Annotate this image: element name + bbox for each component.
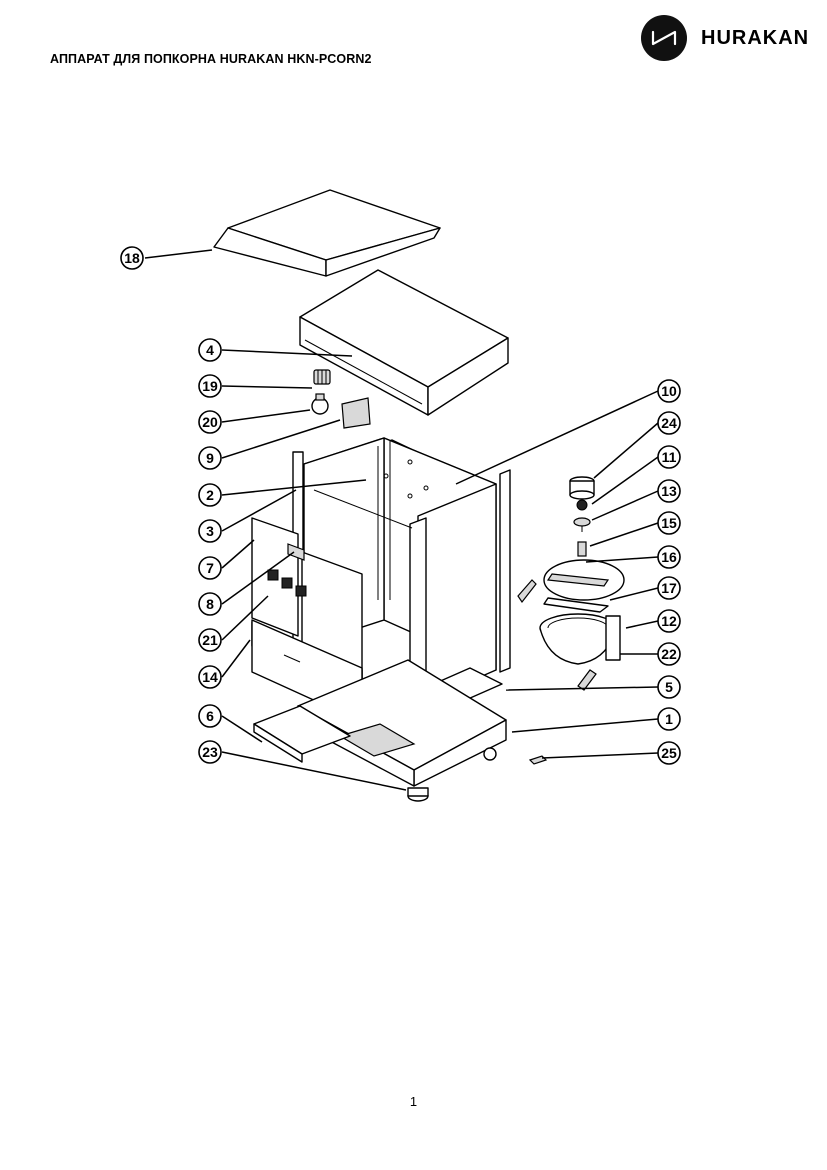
callout-19: 19 <box>198 374 222 398</box>
svg-text:13: 13 <box>661 483 677 499</box>
hurakan-logo-icon <box>641 15 687 61</box>
callout-20: 20 <box>198 410 222 434</box>
svg-text:22: 22 <box>661 646 677 662</box>
callout-4: 4 <box>198 338 222 362</box>
svg-text:3: 3 <box>206 523 214 539</box>
svg-text:5: 5 <box>665 679 673 695</box>
callout-7: 7 <box>198 556 222 580</box>
page-number: 1 <box>409 1094 418 1109</box>
handle-part-8 <box>287 543 305 561</box>
callout-5: 5 <box>657 675 681 699</box>
svg-text:2: 2 <box>206 487 214 503</box>
svg-text:14: 14 <box>202 669 218 685</box>
callout-9: 9 <box>198 446 222 470</box>
svg-text:21: 21 <box>202 632 218 648</box>
svg-text:19: 19 <box>202 378 218 394</box>
kettle-part-22 <box>539 613 621 691</box>
svg-text:8: 8 <box>206 596 214 612</box>
svg-text:9: 9 <box>206 450 214 466</box>
svg-text:25: 25 <box>661 745 677 761</box>
svg-text:12: 12 <box>661 613 677 629</box>
svg-text:4: 4 <box>206 342 214 358</box>
canopy-part-18 <box>213 189 441 277</box>
callout-3: 3 <box>198 519 222 543</box>
svg-text:20: 20 <box>202 414 218 430</box>
callout-1: 1 <box>657 707 681 731</box>
brand-name: HURAKAN <box>701 26 810 49</box>
lamp-bulb-part-20 <box>311 393 329 415</box>
washer-part-13 <box>573 517 591 532</box>
lamp-holder-part-19 <box>313 369 331 385</box>
callout-17: 17 <box>657 576 681 600</box>
motor-part-24 <box>569 476 595 500</box>
switches-part-21 <box>267 569 307 597</box>
svg-text:18: 18 <box>124 250 140 266</box>
shaft-part-15 <box>577 541 587 557</box>
callout-22: 22 <box>657 642 681 666</box>
svg-text:23: 23 <box>202 744 218 760</box>
bracket-part-17 <box>543 597 609 613</box>
callout-14: 14 <box>198 665 222 689</box>
document-title: АППАРАТ ДЛЯ ПОПКОРНА HURAKAN HKN-PCORN2 <box>50 52 372 66</box>
callout-21: 21 <box>198 628 222 652</box>
callout-10: 10 <box>657 379 681 403</box>
callout-16: 16 <box>657 545 681 569</box>
callout-11: 11 <box>657 445 681 469</box>
foot-part-23 <box>407 787 429 802</box>
svg-text:16: 16 <box>661 549 677 565</box>
drawer-part-6 <box>253 705 351 763</box>
callout-8: 8 <box>198 592 222 616</box>
coupling-part-11 <box>576 499 588 511</box>
svg-text:11: 11 <box>662 449 677 465</box>
callout-2: 2 <box>198 483 222 507</box>
svg-text:1: 1 <box>665 711 673 727</box>
callout-23: 23 <box>198 740 222 764</box>
svg-text:6: 6 <box>206 708 214 724</box>
leader-lines <box>144 249 659 791</box>
svg-text:15: 15 <box>661 515 677 531</box>
callout-13: 13 <box>657 479 681 503</box>
svg-text:17: 17 <box>661 580 677 596</box>
top-cover-part-4 <box>299 269 509 416</box>
callout-12: 12 <box>657 609 681 633</box>
lid-part-16 <box>517 559 625 604</box>
brand-logo: HURAKAN <box>641 15 809 61</box>
cabinet-body <box>292 437 511 725</box>
svg-text:24: 24 <box>661 415 677 431</box>
callout-15: 15 <box>657 511 681 535</box>
callout-18: 18 <box>120 246 144 270</box>
callout-24: 24 <box>657 411 681 435</box>
callout-6: 6 <box>198 704 222 728</box>
svg-text:7: 7 <box>206 560 214 576</box>
reflector-part-9 <box>341 397 371 429</box>
svg-text:10: 10 <box>661 383 677 399</box>
callout-25: 25 <box>657 741 681 765</box>
